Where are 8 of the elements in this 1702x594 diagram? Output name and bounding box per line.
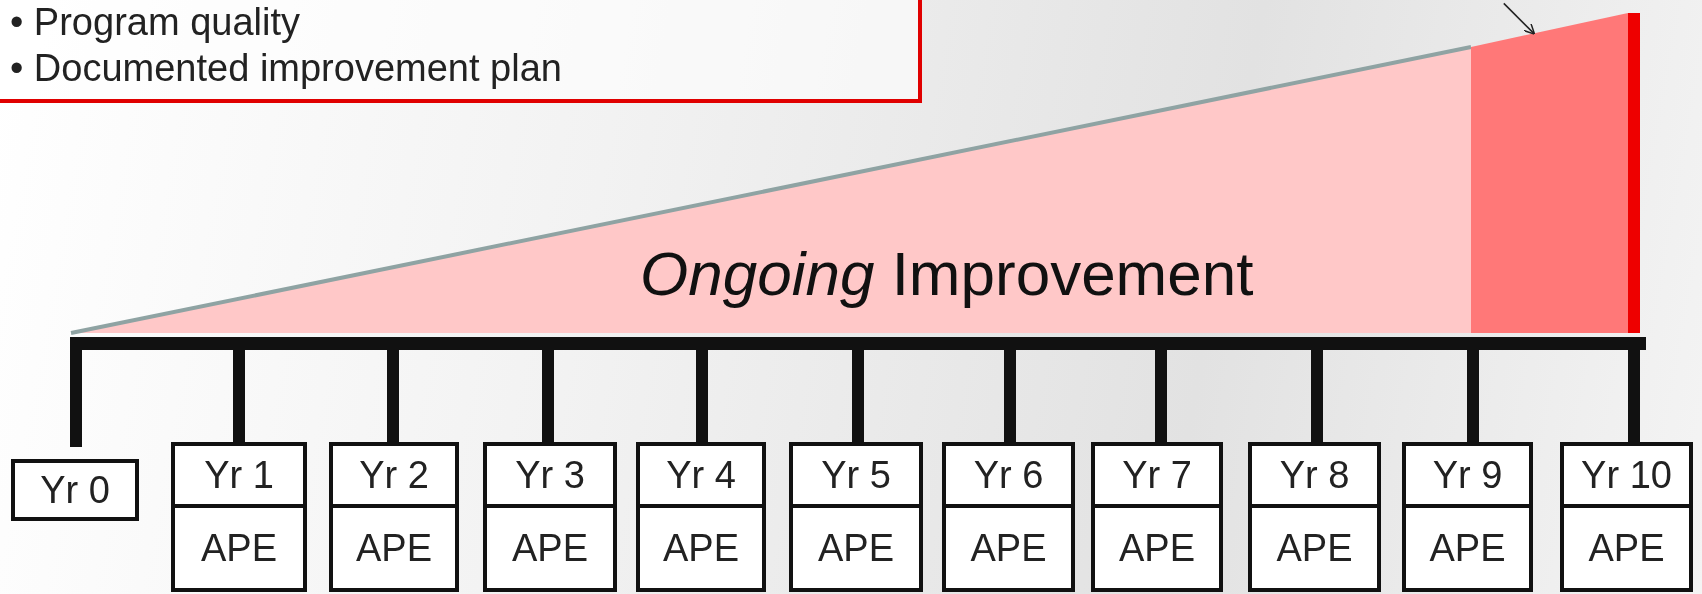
bullet-text: • Documented improvement plan xyxy=(10,46,562,91)
arrow xyxy=(1503,2,1536,35)
wedge-label: Ongoing Improvement xyxy=(640,238,1254,309)
bullet-text: • Program quality xyxy=(10,0,301,45)
marker-bar xyxy=(1628,13,1640,333)
year-box: Yr 0 xyxy=(11,459,139,521)
note-box xyxy=(0,0,922,103)
shaded-area xyxy=(1471,13,1628,333)
